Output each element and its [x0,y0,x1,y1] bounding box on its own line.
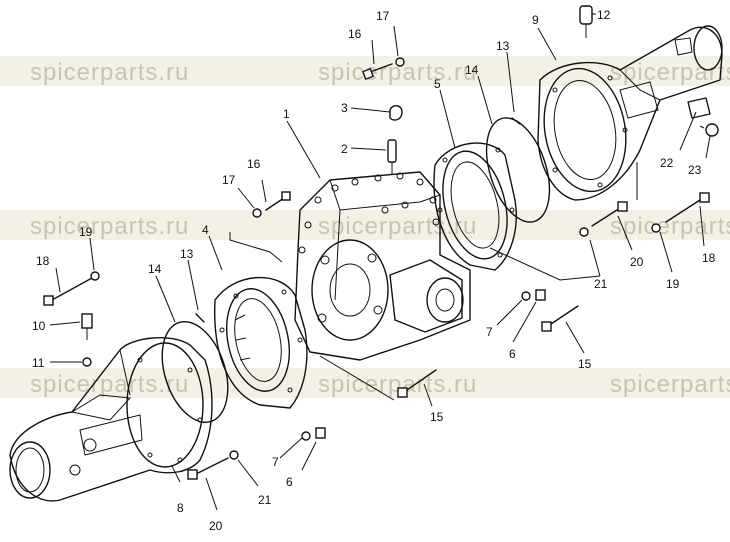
label-part-2: 2 [341,142,348,156]
bolt-head [43,295,54,306]
bolt-head [281,191,291,201]
label-part-3: 3 [341,101,348,115]
watermark-text: spicerparts.ru [30,371,189,398]
long-bolt [665,199,701,223]
label-part-7b: 7 [486,325,493,339]
watermark-text: spicerparts.ru [318,371,477,398]
long-bolt [403,369,437,393]
left-brake-flange [214,276,308,409]
label-part-10: 10 [32,319,46,333]
washer [395,57,405,67]
washer [579,227,589,237]
washer [521,291,531,301]
label-part-9: 9 [532,13,539,27]
label-part-19a: 19 [79,225,93,239]
plug [195,313,205,323]
label-part-13b: 13 [496,39,510,53]
leader-lines [49,13,711,511]
label-part-20a: 20 [209,519,223,533]
label-part-13a: 13 [180,247,194,261]
label-part-19b: 19 [666,277,680,291]
label-part-23: 23 [688,163,702,177]
label-part-5: 5 [434,77,441,91]
bolt-head [187,469,198,480]
long-bolt [591,207,621,227]
long-bolt [547,305,579,327]
dust-cap [389,105,403,121]
left-o-ring [161,320,229,424]
nut [535,289,546,301]
bolt [369,63,393,73]
bolt-head [699,192,710,203]
drain-plug [699,123,719,137]
watermark-text: spicerparts.ru [30,213,189,240]
plug [511,117,521,125]
sealing-ring [82,357,92,367]
bolt-head [361,67,375,81]
part-number-labels: 1 2 3 4 5 6 6 7 7 8 9 10 11 12 13 13 14 … [32,8,716,533]
label-part-7a: 7 [272,455,279,469]
right-axle-housing [537,25,723,201]
label-part-11: 11 [32,356,45,370]
washer [301,431,311,441]
differential-housing [294,171,471,361]
label-part-21a: 21 [258,493,272,507]
label-part-16b: 16 [247,157,261,171]
bolt-head [541,321,552,332]
washer [229,450,239,460]
label-part-15b: 15 [578,357,592,371]
label-part-8: 8 [177,501,184,515]
label-part-4: 4 [202,223,209,237]
long-bolt [195,457,229,475]
label-part-14a: 14 [148,262,162,276]
washer [651,223,661,233]
label-part-22: 22 [660,156,674,170]
label-part-12: 12 [597,8,611,22]
left-axle-housing [9,337,213,502]
label-part-6b: 6 [509,347,516,361]
label-part-1: 1 [283,107,290,121]
right-o-ring [485,117,551,223]
bolt-head [617,201,628,212]
washer [90,271,100,281]
label-part-14b: 14 [465,63,479,77]
label-part-17b: 17 [222,173,236,187]
identification-plate [687,97,711,119]
watermark-text: spicerparts.ru [610,213,730,240]
watermark-text: spicerparts.ru [30,59,189,86]
label-part-20b: 20 [630,255,644,269]
grease-fitting [387,139,397,175]
long-bolt [51,277,93,301]
nut [315,427,326,439]
label-part-6a: 6 [286,475,293,489]
label-part-21b: 21 [594,277,608,291]
label-part-17a: 17 [376,9,390,23]
label-part-18b: 18 [702,251,716,265]
label-part-16a: 16 [348,27,362,41]
vent-plug [81,313,93,340]
watermark-text: spicerparts.ru [610,371,730,398]
label-part-18a: 18 [36,254,50,268]
right-brake-flange [433,142,517,271]
bolt [265,197,285,211]
breather-valve [579,5,593,38]
bolt-head [397,387,408,398]
washer [252,208,262,218]
watermark-text: spicerparts.ru [318,213,477,240]
label-part-15a: 15 [430,410,444,424]
